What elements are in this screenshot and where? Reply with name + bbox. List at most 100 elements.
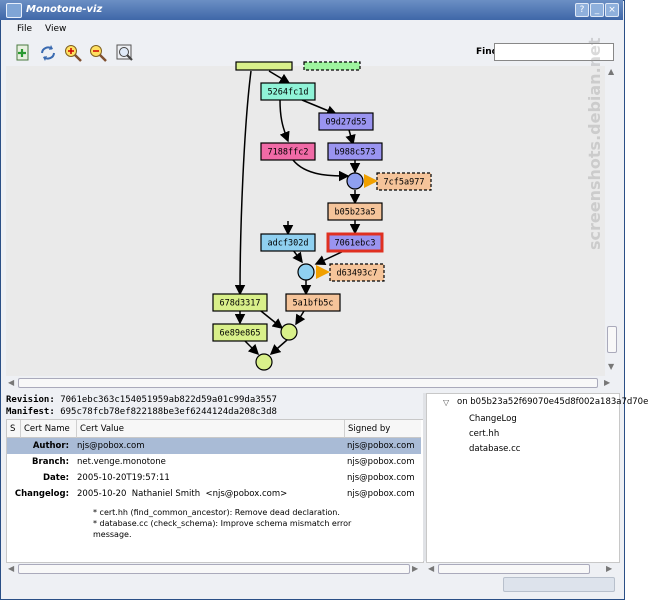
file-item[interactable]: cert.hh <box>469 429 500 439</box>
cert-signed-by: njs@pobox.com <box>347 473 415 483</box>
menu-view[interactable]: View <box>45 24 66 34</box>
file-tree-root[interactable]: on b05b23a52f69070e45d8f002a183a7d70e <box>457 397 648 407</box>
revision-value: 7061ebc363c154051959ab822d59a01c99da3557 <box>60 395 277 405</box>
revision-node[interactable] <box>329 263 385 282</box>
cert-table: S Cert Name Cert Value Signed by Author:… <box>6 419 424 563</box>
col-cert-value[interactable]: Cert Value <box>77 420 345 438</box>
zoom-in-icon[interactable] <box>63 43 83 63</box>
merge-node[interactable] <box>280 323 298 341</box>
revision-graph[interactable]: 5264fc1d 09d27d55 7188ffc2 b988c573 7cf5a977… <box>6 61 612 376</box>
revision-node[interactable] <box>260 82 316 101</box>
scroll-left-icon[interactable]: ◀ <box>8 378 15 387</box>
zoom-fit-icon[interactable] <box>115 43 135 63</box>
scroll-up-icon[interactable]: ▲ <box>608 67 615 76</box>
revision-node-label: d63493c7 <box>337 269 378 279</box>
cert-name: Author: <box>32 441 69 451</box>
cert-value: 2005-10-20T19:57:11 <box>77 473 170 483</box>
merge-node[interactable] <box>346 172 364 190</box>
graph-edge <box>292 159 350 182</box>
graph-edge <box>243 339 260 356</box>
revision-node-label: 6e89e865 <box>220 329 261 339</box>
toolbar <box>1 40 622 66</box>
cert-name: Branch: <box>32 457 69 467</box>
graph-vertical-scrollbar[interactable]: ▲ ▼ <box>605 66 619 376</box>
zoom-out-icon[interactable] <box>88 43 108 63</box>
refresh-icon[interactable] <box>38 43 58 63</box>
graph-edge <box>292 249 303 264</box>
cert-value: net.venge.monotone <box>77 457 166 467</box>
revision-label: Revision: <box>6 395 55 405</box>
find-label: Find: <box>476 47 502 57</box>
cert-horizontal-scrollbar[interactable]: ◀ ▶ <box>6 563 422 575</box>
merge-node[interactable] <box>255 353 273 371</box>
graph-edge <box>268 70 291 84</box>
graph-horizontal-scrollbar[interactable]: ◀ ▶ <box>6 377 618 389</box>
close-icon[interactable]: × <box>605 3 619 17</box>
table-row[interactable]: Date: 2005-10-20T19:57:11 njs@pobox.com <box>7 470 421 486</box>
cert-value: njs@pobox.com <box>77 441 145 451</box>
graph-edges <box>234 70 378 356</box>
col-signed-by[interactable]: Signed by <box>345 420 421 438</box>
cert-name: Changelog: <box>14 489 69 499</box>
merge-node[interactable] <box>297 263 315 281</box>
col-status[interactable]: S <box>7 420 21 438</box>
changelog-line: message. <box>93 530 132 539</box>
scroll-thumb[interactable] <box>18 378 598 388</box>
menu-file[interactable]: File <box>17 24 32 34</box>
graph-canvas[interactable]: 5264fc1d 09d27d55 7188ffc2 b988c573 7cf5a977… <box>6 61 612 376</box>
table-row[interactable]: Author: njs@pobox.com njs@pobox.com <box>7 438 421 454</box>
graph-nodes: 5264fc1d 09d27d55 7188ffc2 b988c573 7cf5a977… <box>212 61 432 371</box>
scroll-down-icon[interactable]: ▼ <box>608 362 615 371</box>
revision-node[interactable] <box>326 232 384 253</box>
expander-icon[interactable]: ▽ <box>443 398 450 407</box>
revision-node-label: 5264fc1d <box>268 88 309 98</box>
revision-node[interactable] <box>212 323 268 342</box>
find-input[interactable] <box>494 43 614 61</box>
revision-node[interactable] <box>260 233 316 252</box>
graph-edge <box>234 70 252 296</box>
open-icon[interactable] <box>13 43 33 63</box>
help-icon[interactable]: ? <box>575 3 589 17</box>
menu-bar: File View <box>1 21 622 39</box>
revision-node[interactable] <box>376 172 432 191</box>
revision-node[interactable] <box>235 61 293 71</box>
revision-node-label: 5a1bfb5c <box>293 299 334 309</box>
revision-node-label: 7cf5a977 <box>384 178 425 188</box>
scroll-right-icon[interactable]: ▶ <box>412 564 419 573</box>
scroll-right-icon[interactable]: ▶ <box>604 378 611 387</box>
revision-node[interactable] <box>327 142 383 161</box>
revision-node-label: b988c573 <box>335 148 376 158</box>
scroll-thumb[interactable] <box>607 326 617 353</box>
graph-edge <box>301 99 338 116</box>
revision-info: Revision: 7061ebc363c154051959ab822d59a0… <box>6 393 422 419</box>
changelog-line: * cert.hh (find_common_ancestor): Remove… <box>93 508 340 517</box>
scroll-left-icon[interactable]: ◀ <box>8 564 15 573</box>
cert-signed-by: njs@pobox.com <box>347 489 415 499</box>
revision-node-label: 09d27d55 <box>326 118 367 128</box>
scroll-thumb[interactable] <box>18 564 410 574</box>
pane-divider[interactable] <box>423 393 426 561</box>
table-row[interactable]: Branch: net.venge.monotone njs@pobox.com <box>7 454 421 470</box>
revision-node-label: adcf302d <box>268 239 309 249</box>
title-bar[interactable]: Monotone-viz ? _ × <box>0 0 623 20</box>
revision-node[interactable] <box>318 112 374 131</box>
revision-node[interactable] <box>285 293 341 312</box>
scroll-thumb[interactable] <box>438 564 590 574</box>
scroll-right-icon[interactable]: ▶ <box>606 564 613 573</box>
scroll-left-icon[interactable]: ◀ <box>428 564 435 573</box>
file-item[interactable]: database.cc <box>469 444 521 454</box>
graph-edge <box>279 99 290 143</box>
table-row[interactable]: Changelog: 2005-10-20 Nathaniel Smith <n… <box>7 486 421 502</box>
revision-node-label: 7188ffc2 <box>268 148 309 158</box>
col-cert-name[interactable]: Cert Name <box>21 420 77 438</box>
revision-node[interactable] <box>212 293 268 312</box>
revision-node-label: 7061ebc3 <box>335 239 376 249</box>
revision-node[interactable] <box>327 202 383 221</box>
revision-node[interactable] <box>303 61 361 71</box>
cert-name: Date: <box>42 473 69 483</box>
minimize-icon[interactable]: _ <box>590 3 604 17</box>
graph-edge <box>295 310 306 326</box>
file-item[interactable]: ChangeLog <box>469 414 517 424</box>
files-horizontal-scrollbar[interactable]: ◀ ▶ <box>426 563 618 575</box>
revision-node[interactable] <box>260 142 316 161</box>
